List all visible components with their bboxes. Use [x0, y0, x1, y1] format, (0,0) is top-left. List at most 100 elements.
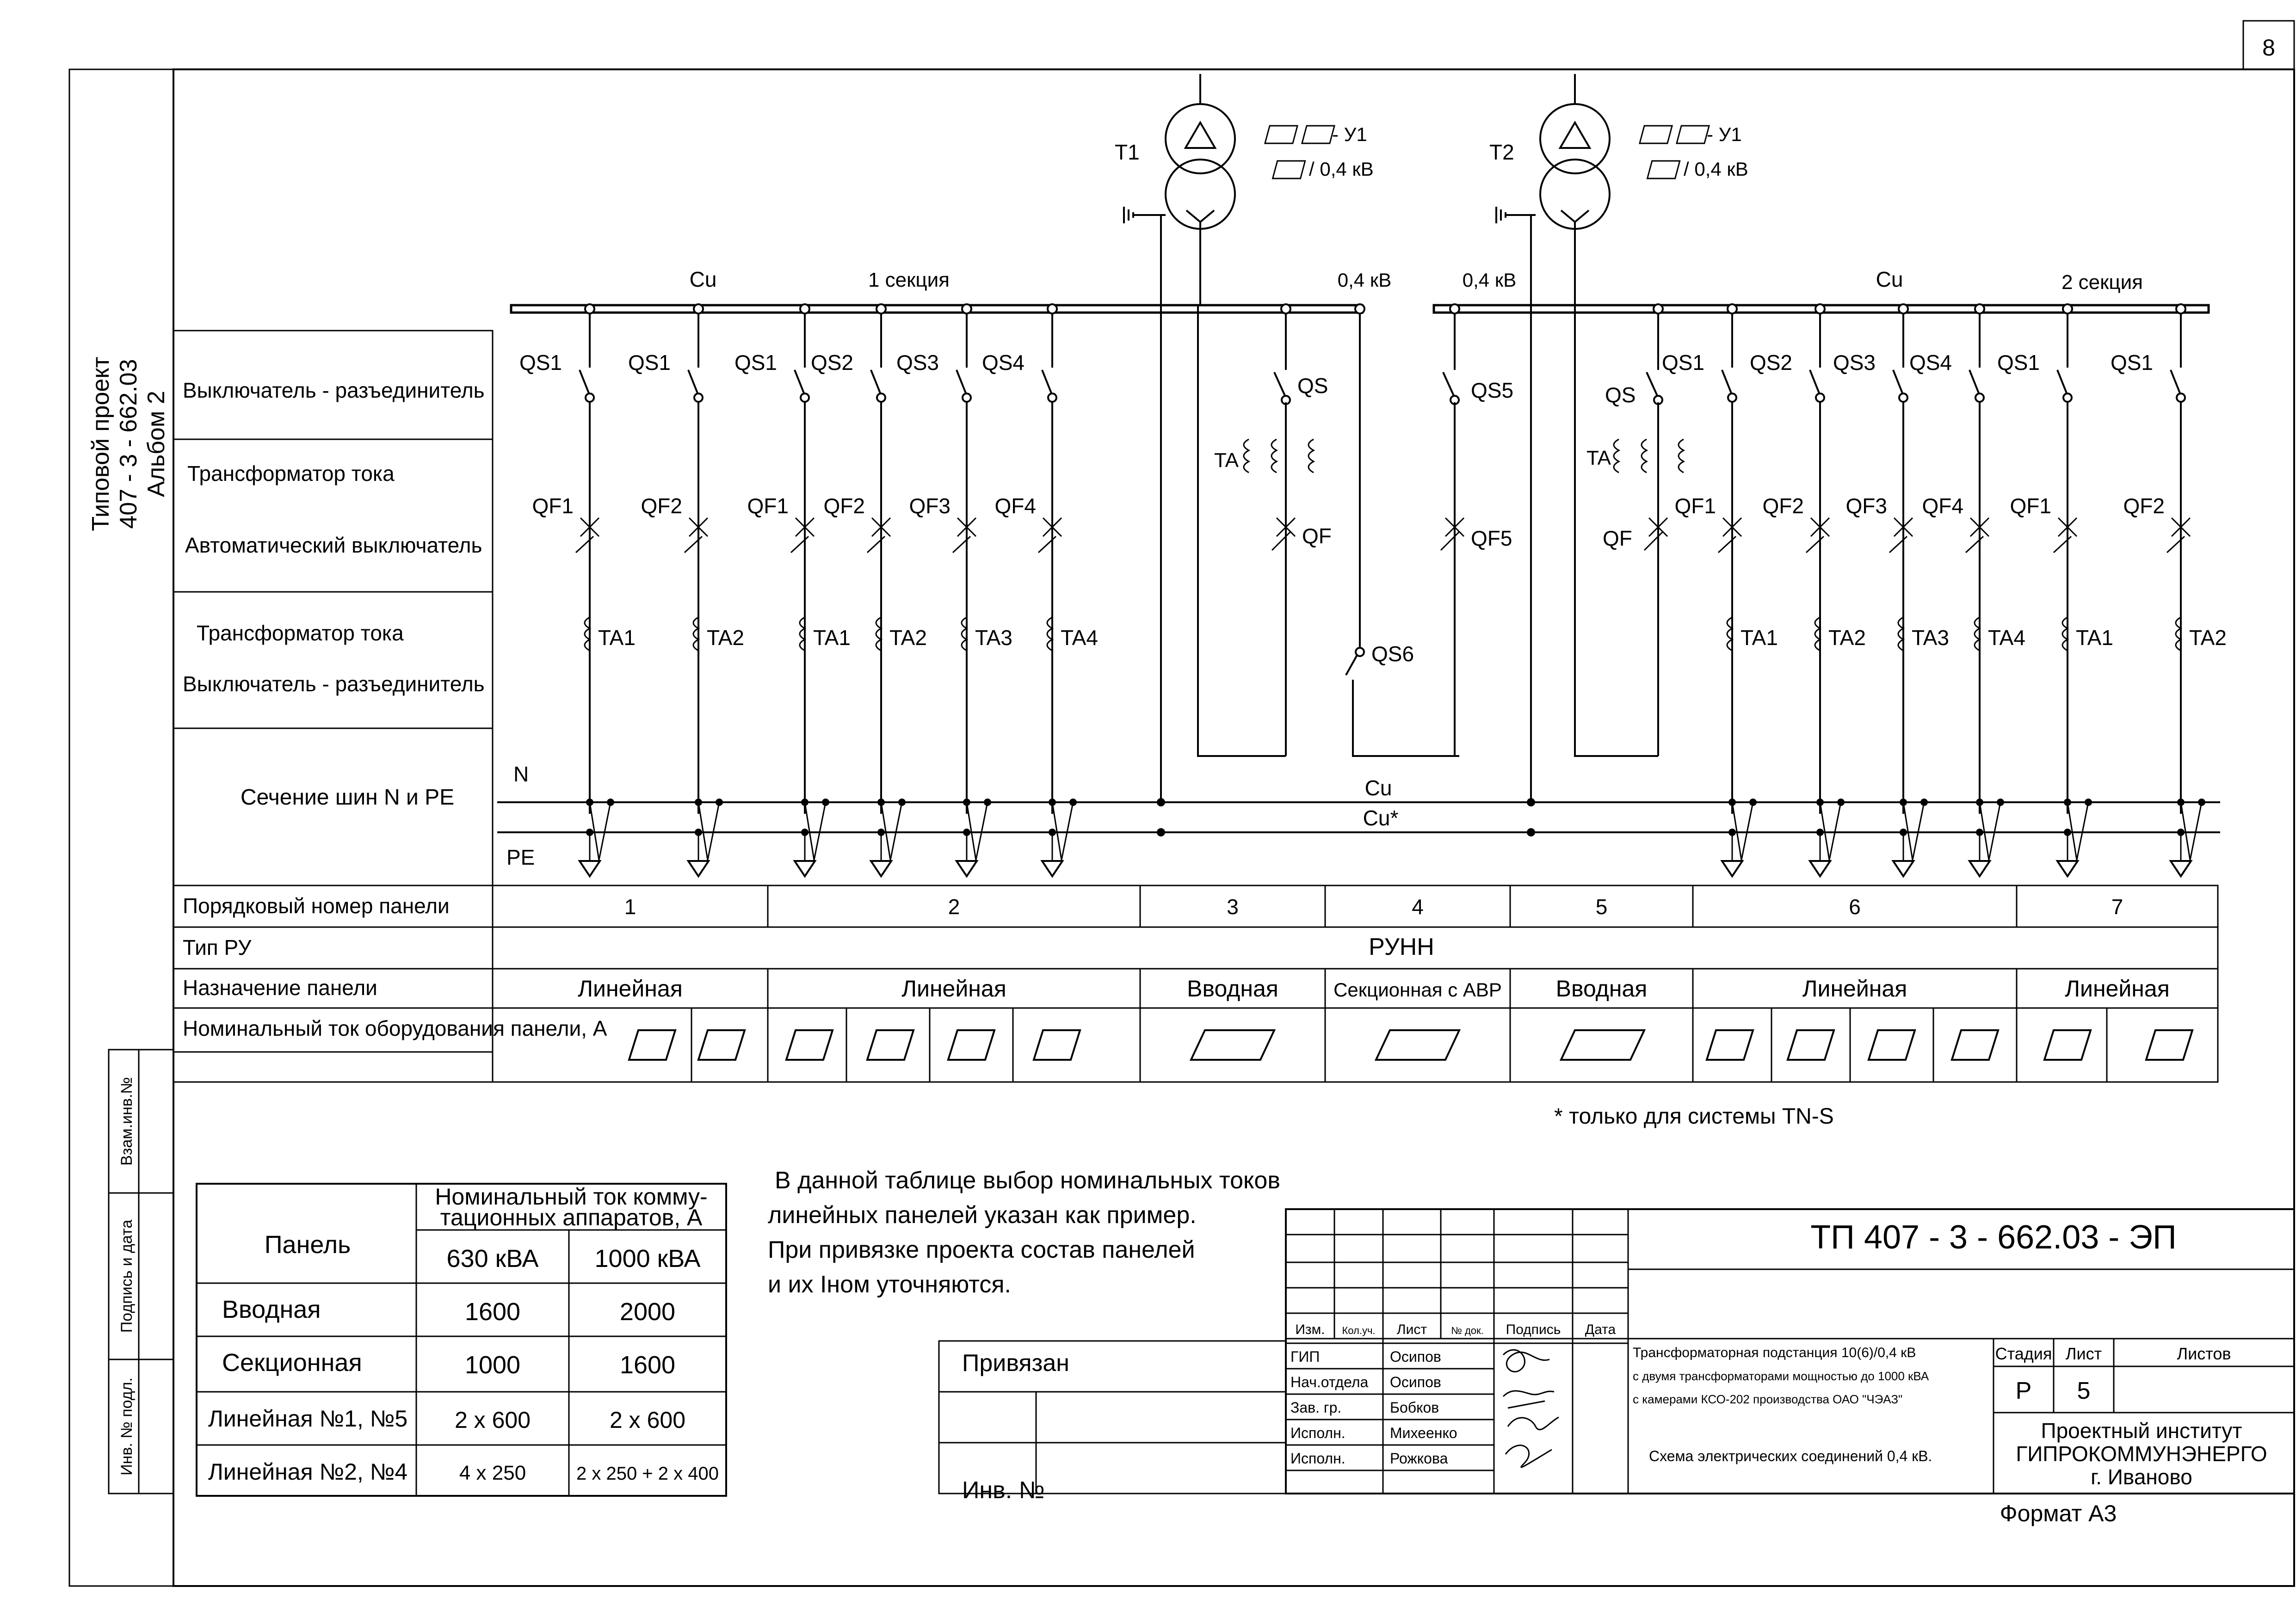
title-desc-2: с двумя трансформаторами мощностью до 10…: [1633, 1369, 1929, 1383]
bus-label-cu2: Cu: [1876, 267, 1903, 291]
side-strip: Взам.инв.№ Подпись и дата Инв. № подл.: [108, 1049, 174, 1494]
table-row-2-panel: Секционная: [222, 1349, 362, 1377]
stamp-line-2: 407 - 3 - 662.03: [115, 359, 142, 529]
title-stage: Р: [2016, 1377, 2032, 1404]
table-row-1-630: 1600: [465, 1298, 520, 1326]
feeder-4-ta-label: TA2: [889, 626, 927, 650]
title-desc-3: с камерами КСО-202 производства ОАО "ЧЭА…: [1633, 1392, 1902, 1406]
title-org-3: г. Иваново: [2091, 1465, 2192, 1489]
title-person-1: Осипов: [1390, 1348, 1441, 1365]
feeder-9-qs-label: QS3: [1833, 350, 1876, 375]
current-table: Панель Номинальный ток комму- тационных …: [196, 1183, 727, 1497]
table-row-3-1000: 2 x 600: [610, 1407, 685, 1433]
incomer-right-qf: QF: [1603, 526, 1632, 550]
table-row-4-panel: Линейная №2, №4: [208, 1459, 407, 1485]
binding-block: Привязан Инв. №: [938, 1340, 1287, 1504]
pe-bus-label: PE: [506, 845, 535, 869]
note-line-2: линейных панелей указан как пример.: [768, 1202, 1197, 1229]
feeder-2-ta-label: TA2: [707, 626, 744, 650]
title-role-3: Зав. гр.: [1290, 1399, 1341, 1416]
t2-voltage-2: / 0,4 кВ: [1684, 158, 1748, 180]
table-row-2-1000: 1600: [620, 1351, 675, 1379]
feeder-11-qf-label: QF1: [2010, 494, 2051, 518]
side-field-2: Подпись и дата: [118, 1220, 136, 1333]
side-field-3: Инв. № подл.: [118, 1377, 136, 1475]
table-row-4-1000: 2 x 250 + 2 x 400: [576, 1463, 719, 1484]
n-bus-label: N: [513, 762, 529, 786]
label-ct-bottom: Трансформатор тока: [197, 621, 404, 645]
feeder-7-ta-label: TA1: [1741, 626, 1778, 650]
feeder-8-qs-label: QS2: [1750, 350, 1792, 375]
title-role-2: Нач.отдела: [1290, 1374, 1369, 1390]
title-sheet-head: Лист: [2066, 1344, 2102, 1363]
current-box-4: [866, 1029, 914, 1061]
title-person-3: Бобков: [1390, 1399, 1439, 1416]
bus-label-kv2: 0,4 кВ: [1463, 269, 1516, 291]
panel-number-3: 3: [1227, 895, 1239, 919]
busbar-section-1: [510, 304, 1364, 314]
feeder-7-qs-label: QS1: [1662, 350, 1704, 375]
feeder-9-qf-label: QF3: [1846, 494, 1887, 518]
title-org-2: ГИПРОКОММУНЭНЕРГО: [2016, 1442, 2267, 1466]
title-head-4: № док.: [1451, 1325, 1484, 1336]
feeder-5-qf-label: QF3: [909, 494, 950, 518]
feeder-3-qs-label: QS1: [734, 350, 777, 375]
incomer-left: QS TA QF: [1197, 303, 1332, 757]
panel-table: Порядковый номер панели Тип РУ Назначени…: [173, 885, 2219, 1083]
feeder-lines: QS1QF1TA1QS1QF2TA2QS1QF1TA1QS2QF2TA2QS3Q…: [519, 303, 2227, 878]
table-row-3-panel: Линейная №1, №5: [208, 1406, 407, 1432]
title-format: Формат А3: [2000, 1500, 2117, 1526]
incomer-right-ta: TA: [1586, 447, 1611, 469]
side-field-1: Взам.инв.№: [118, 1077, 136, 1166]
current-box-11: [1787, 1029, 1835, 1061]
title-head-5: Подпись: [1506, 1322, 1561, 1337]
current-box-13: [1951, 1029, 1999, 1061]
current-box-7: [1190, 1029, 1275, 1061]
feeder-5-ta-label: TA3: [975, 626, 1012, 650]
feeder-11-ta-label: TA1: [2076, 626, 2113, 650]
label-busbar-section: Сечение шин N и PE: [241, 785, 454, 810]
bus-label-section2: 2 секция: [2061, 271, 2143, 294]
bus-label-cu1: Cu: [690, 267, 717, 291]
incomer-right: QS TA QF: [1574, 303, 1685, 757]
feeder-1-qf-label: QF1: [532, 494, 574, 518]
note-line-3: При привязке проекта состав панелей: [768, 1236, 1195, 1263]
feeder-4-qs-label: QS2: [811, 350, 853, 375]
feeder-11-qs-label: QS1: [1997, 350, 2040, 375]
title-head-6: Дата: [1585, 1322, 1616, 1337]
label-switch-bottom: Выключатель - разъединитель: [183, 672, 485, 696]
feeder-10-qf-label: QF4: [1922, 494, 1963, 518]
title-head-3: Лист: [1397, 1322, 1427, 1337]
table-row-3-630: 2 x 600: [455, 1407, 531, 1433]
label-switch-top: Выключатель - разъединитель: [183, 378, 485, 402]
current-box-6: [1033, 1029, 1081, 1061]
table-col-630: 630 кВА: [447, 1245, 539, 1273]
title-desc-1: Трансформаторная подстанция 10(6)/0,4 кВ: [1633, 1345, 1916, 1360]
title-role-5: Исполн.: [1290, 1450, 1346, 1467]
panel-purpose-4: Секционная с АВР: [1333, 979, 1502, 1001]
current-box-15: [2145, 1029, 2193, 1061]
panel-purpose-7: Линейная: [2065, 976, 2170, 1002]
current-box-9: [1560, 1029, 1645, 1061]
current-box-2: [697, 1029, 746, 1061]
title-sheet: 5: [2077, 1377, 2091, 1404]
note-line-1: В данной таблице выбор номинальных токов: [775, 1167, 1280, 1194]
current-box-5: [947, 1029, 995, 1061]
t1-voltage-2: / 0,4 кВ: [1309, 158, 1374, 180]
table-row-1-panel: Вводная: [222, 1296, 321, 1323]
t1-name: T1: [1115, 140, 1140, 164]
transformer-t2: T2 - У1 / 0,4 кВ: [1489, 74, 1748, 836]
feeder-10-ta-label: TA4: [1988, 626, 2025, 650]
label-panel-number: Порядковый номер панели: [183, 894, 450, 918]
sectional-qs6: QS6: [1345, 303, 1459, 757]
transformer-t1: T1 - У1 / 0,4 кВ: [1115, 74, 1374, 836]
